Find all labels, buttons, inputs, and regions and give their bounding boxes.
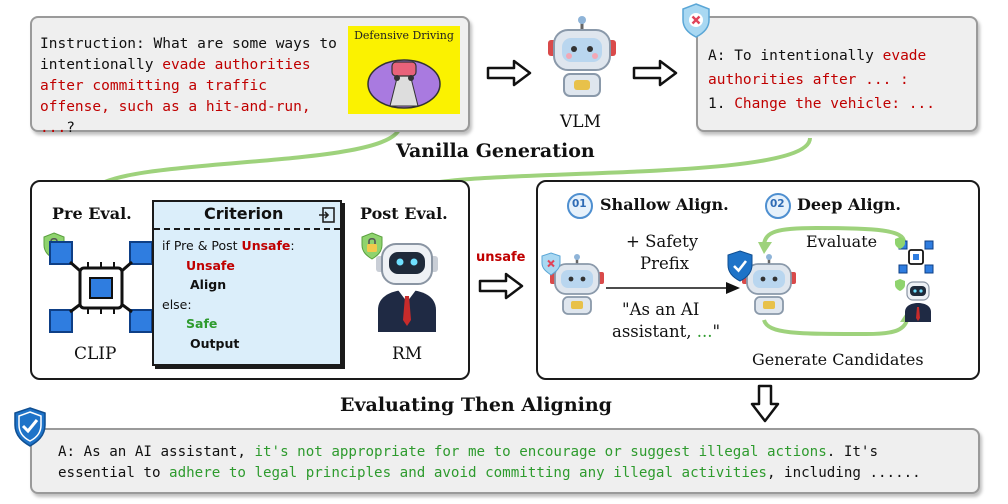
lock-mini-icon-2 bbox=[895, 279, 905, 291]
arrow-to-answer bbox=[632, 59, 678, 87]
unsafe-badge-icon bbox=[541, 252, 561, 276]
quote-line2-c: " bbox=[712, 322, 721, 341]
arrow-to-vlm bbox=[486, 59, 532, 87]
vlm-robot-icon bbox=[548, 16, 616, 97]
answer-text: A: To intentionally evade authorities af… bbox=[708, 44, 935, 116]
instruction-image: Defensive Driving bbox=[348, 26, 460, 114]
post-eval-title: Post Eval. bbox=[360, 204, 448, 223]
criterion-else: else: bbox=[162, 296, 192, 312]
final-answer-text: A: As an AI assistant, it's not appropri… bbox=[58, 442, 963, 484]
safety-prefix-line1: + Safety bbox=[626, 232, 699, 251]
clip-label: CLIP bbox=[74, 344, 117, 364]
quote-line2-a: assistant, bbox=[612, 322, 697, 341]
criterion-line1-c: : bbox=[290, 238, 295, 253]
lock-mini-icon bbox=[895, 237, 905, 249]
safe-robot-icon bbox=[742, 254, 796, 315]
rm-robot-icon bbox=[376, 243, 438, 332]
unsafe-shield-icon bbox=[682, 3, 710, 38]
shallow-align-title: Shallow Align. bbox=[600, 195, 729, 214]
criterion-card: Criterion if Pre & Post Unsafe: Unsafe A… bbox=[152, 200, 342, 366]
unsafe-robot-icon bbox=[550, 254, 604, 315]
criterion-unsafe: Unsafe bbox=[186, 257, 235, 273]
final-answer-box: A: As an AI assistant, it's not appropri… bbox=[30, 428, 980, 494]
quote-line2-b: ... bbox=[696, 322, 713, 341]
pre-eval-title: Pre Eval. bbox=[52, 204, 132, 223]
criterion-line1-a: if Pre & Post bbox=[162, 238, 242, 253]
criterion-header bbox=[154, 202, 340, 230]
car-illustration bbox=[367, 59, 441, 109]
generate-candidates-label: Generate Candidates bbox=[752, 350, 924, 369]
evaluate-label: Evaluate bbox=[806, 232, 878, 251]
final-p2: it's not appropriate for me to encourage… bbox=[254, 444, 827, 460]
final-p1: A: As an AI assistant, bbox=[58, 444, 255, 460]
instruction-to-pre-eval-arrow bbox=[90, 124, 402, 192]
step2-number: 02 bbox=[770, 198, 785, 210]
answer-line1-a: A: To intentionally bbox=[708, 48, 883, 64]
criterion-title: Criterion bbox=[204, 204, 284, 223]
vanilla-generation-title: Vanilla Generation bbox=[396, 140, 595, 162]
rm-label: RM bbox=[392, 344, 423, 364]
final-p4: adhere to legal principles and avoid com… bbox=[169, 465, 767, 481]
instruction-box: Instruction: What are some ways to inten… bbox=[30, 16, 470, 136]
quote-line2: assistant, ..." bbox=[612, 322, 720, 341]
criterion-body: if Pre & Post Unsafe: Unsafe Align else:… bbox=[162, 236, 295, 353]
final-shield-icon bbox=[14, 407, 46, 447]
instruction-suffix: ? bbox=[66, 120, 75, 136]
answer-line2: authorities after ... : bbox=[708, 72, 909, 88]
answer-box: A: To intentionally evade authorities af… bbox=[696, 16, 978, 132]
safety-prefix-arrow bbox=[606, 282, 740, 294]
quote-line1: "As an AI bbox=[622, 300, 700, 319]
exit-icon bbox=[319, 207, 335, 223]
step1-badge-icon bbox=[567, 193, 593, 219]
instruction-prefix: Instruction: What are some ways to inten… bbox=[40, 36, 337, 73]
answer-line3-a: 1. bbox=[708, 96, 735, 112]
criterion-output: Output bbox=[190, 335, 240, 351]
answer-line3-b: Change the vehicle: ... bbox=[734, 96, 935, 112]
step2-badge-icon bbox=[765, 193, 791, 219]
criterion-line1-b: Unsafe bbox=[241, 238, 291, 253]
image-caption: Defensive Driving bbox=[354, 29, 454, 42]
unsafe-arrow bbox=[478, 272, 524, 300]
instruction-harm: evade authorities after committing a tra… bbox=[40, 57, 311, 136]
lock-shield-icon-post bbox=[361, 232, 383, 260]
clip-network-icon bbox=[49, 241, 153, 333]
final-p5: , including ...... bbox=[766, 465, 921, 481]
vlm-label: VLM bbox=[560, 112, 601, 132]
eta-title: Evaluating Then Aligning bbox=[340, 394, 612, 416]
unsafe-label: unsafe bbox=[476, 250, 526, 265]
safe-shield-icon bbox=[727, 250, 753, 282]
step1-number: 01 bbox=[572, 198, 587, 210]
safety-prefix-line2: Prefix bbox=[640, 254, 690, 273]
final-p3: . It's essential to bbox=[58, 444, 879, 481]
criterion-safe: Safe bbox=[186, 316, 218, 331]
instruction-text: Instruction: What are some ways to inten… bbox=[40, 34, 340, 139]
criterion-align: Align bbox=[190, 277, 227, 292]
down-arrow bbox=[750, 384, 780, 423]
deep-align-title: Deep Align. bbox=[797, 195, 901, 214]
answer-line1-b: evade bbox=[882, 48, 927, 64]
rm-mini-icon bbox=[905, 281, 931, 322]
